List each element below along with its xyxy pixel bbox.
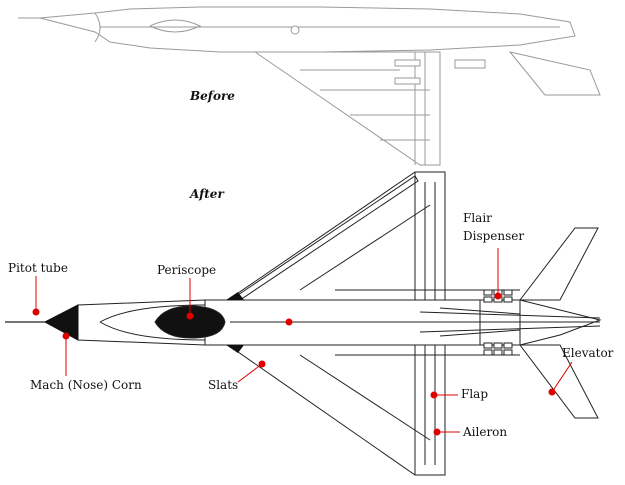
before-wing-panels: [300, 52, 430, 165]
after-nose-cone: [43, 304, 79, 341]
before-canopy: [149, 19, 202, 33]
after-canopy: [154, 305, 226, 339]
marker-fuselage: [285, 318, 293, 326]
before-fairing-2: [394, 77, 421, 85]
after-aircraft: [77, 171, 602, 476]
label-flair-dispenser-line1: Flair: [463, 211, 492, 225]
label-periscope: Periscope: [157, 263, 216, 277]
after-lower-wing-lines: [299, 345, 436, 475]
marker-nose-corn: [62, 332, 70, 340]
after-upper-wing-root-accent: [226, 292, 244, 300]
before-fairing-3: [454, 59, 486, 69]
after-exhaust-lines: [419, 307, 601, 337]
before-port: [290, 25, 300, 35]
label-slats: Slats: [208, 378, 238, 392]
before-nose: [18, 12, 101, 43]
label-flair-dispenser-line2: Dispenser: [463, 229, 524, 243]
label-flap: Flap: [461, 387, 488, 401]
after-upper-wing-lines: [299, 172, 436, 300]
after-lower-wing-root-accent: [226, 345, 244, 353]
marker-periscope: [186, 312, 194, 320]
before-main-wing: [253, 51, 441, 166]
marker-slats: [258, 360, 266, 368]
after-heading: After: [189, 187, 225, 201]
before-tailplane: [508, 51, 601, 96]
before-heading: Before: [189, 89, 235, 103]
before-fairing-1: [394, 59, 421, 67]
after-upper-tailplane: [518, 227, 599, 301]
before-fuselage: [39, 6, 576, 53]
marker-flap: [430, 391, 438, 399]
before-aircraft: [18, 6, 601, 166]
after-flair-dispenser-lower: [483, 342, 513, 356]
marker-flair-dispenser: [494, 292, 502, 300]
leader-lines: [35, 248, 573, 433]
label-elevator: Elevator: [562, 346, 614, 360]
marker-aileron: [433, 428, 441, 436]
marker-elevator: [548, 388, 556, 396]
marker-pitot-tube: [32, 308, 40, 316]
label-pitot-tube: Pitot tube: [8, 261, 68, 275]
label-mach-nose-corn: Mach (Nose) Corn: [30, 378, 142, 392]
label-aileron: Aileron: [462, 425, 507, 439]
markers: [32, 292, 556, 436]
